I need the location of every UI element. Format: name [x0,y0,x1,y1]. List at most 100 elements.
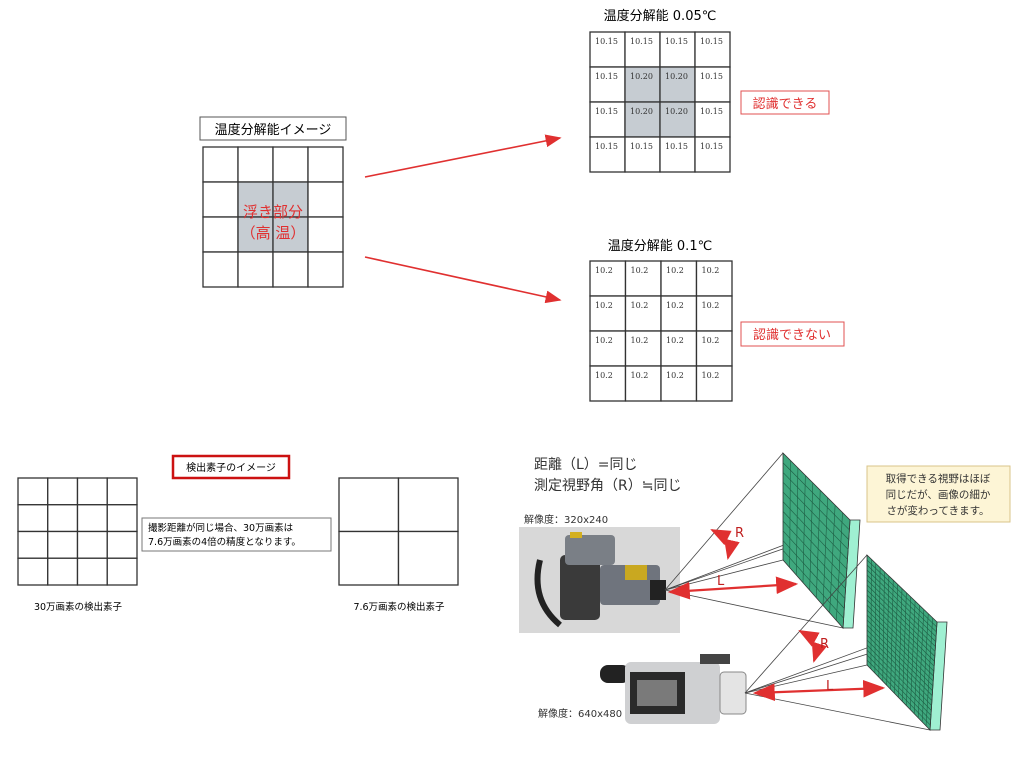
camera1-target-grid [783,453,860,628]
camera2-target-grid [867,555,947,730]
caption-76k: 7.6万画素の検出素子 [353,601,445,613]
cell-value: 10.2 [631,336,649,345]
distance-label-1: L [717,574,725,589]
arrow-to-005 [365,138,560,177]
grid-cell [48,478,78,505]
detector-note-line1: 撮影距離が同じ場合、30万画素は [148,522,294,534]
res-01-title: 温度分解能 0.1℃ [608,238,712,254]
fov-angle: 測定視野角（R）≒同じ [534,478,681,494]
grid-cell [107,532,137,559]
cell-value: 10.2 [666,336,684,345]
camera2-resolution: 解像度：640x480 [538,707,622,720]
cell-value: 10.2 [702,371,720,380]
grid-cell [339,478,399,532]
cell-value: 10.15 [595,142,618,151]
detector-panel: 検出素子のイメージ 撮影距離が同じ場合、30万画素は 7.6万画素の4倍の精度と… [18,456,458,613]
cell-value: 10.2 [702,266,720,275]
grid-cell [203,147,238,182]
angle-label-2: R [820,637,829,652]
cell-value: 10.2 [595,336,613,345]
detector-grid-300k [18,478,137,585]
distance-arrow-1 [670,584,796,592]
grid-cell [18,478,48,505]
grid-cell [107,558,137,585]
cell-value: 10.2 [666,301,684,310]
cell-value: 10.2 [631,371,649,380]
grid-cell [48,505,78,532]
cell-value: 10.2 [702,301,720,310]
cell-value: 10.15 [630,142,653,151]
grid-cell [18,532,48,559]
cell-value: 10.2 [595,301,613,310]
grid-cell [308,217,343,252]
grid-cell [48,532,78,559]
cell-value: 10.15 [665,142,688,151]
res-005-title: 温度分解能 0.05℃ [604,8,717,24]
grid-cell [339,532,399,586]
resolution-image-panel: 温度分解能イメージ 浮き部分 （高 温） [200,117,346,287]
cell-value: 10.2 [666,266,684,275]
grid-cell [203,182,238,217]
grid-cell [18,505,48,532]
cell-value: 10.15 [595,37,618,46]
cell-value: 10.15 [700,107,723,116]
fov-distance: 距離（L）=同じ [534,456,638,473]
cell-value: 10.2 [631,266,649,275]
panel-face [783,453,850,628]
distance-arrow-2 [755,688,883,693]
verdict-recognized: 認識できる [753,96,818,112]
cell-value: 10.2 [595,266,613,275]
hot-spot-label: 浮き部分 [243,203,303,221]
grid-cell [308,182,343,217]
grid-cell [308,147,343,182]
cell-value: 10.15 [630,37,653,46]
cell-value: 10.20 [665,72,688,81]
grid-cell [107,478,137,505]
grid-cell [308,252,343,287]
cell-value: 10.20 [630,107,653,116]
cell-value: 10.20 [665,107,688,116]
grid-cell [238,252,273,287]
grid-cell [48,558,78,585]
grid-cell [78,558,108,585]
cell-value: 10.15 [595,107,618,116]
grid-cell [107,505,137,532]
grid-cell [18,558,48,585]
distance-label-2: L [826,679,834,694]
grid-cell [399,478,459,532]
cell-value: 10.15 [595,72,618,81]
detector-title: 検出素子のイメージ [186,461,276,474]
hot-spot-sublabel: （高 温） [241,224,306,242]
grid-cell [78,505,108,532]
grid-cell [78,478,108,505]
caption-300k: 30万画素の検出素子 [34,601,123,613]
angle-arrow-2 [800,631,815,661]
verdict-not-recognized: 認識できない [753,327,831,343]
panel-title: 温度分解能イメージ [215,122,332,138]
camera1-resolution: 解像度：320x240 [524,513,608,526]
detector-grid-76k [339,478,458,585]
cell-value: 10.20 [630,72,653,81]
grid-cell [238,147,273,182]
fov-panel: 距離（L）=同じ 測定視野角（R）≒同じ 解像度：320x240 解像度：640… [519,453,1010,730]
cell-value: 10.15 [700,37,723,46]
detector-note-line2: 7.6万画素の4倍の精度となります。 [148,536,301,548]
cell-value: 10.2 [595,371,613,380]
cell-value: 10.2 [702,336,720,345]
fov-note-line1: 取得できる視野はほぼ [886,472,991,485]
cell-value: 10.15 [700,142,723,151]
cell-value: 10.2 [666,371,684,380]
cell-value: 10.15 [700,72,723,81]
res-01-grid: 10.2 10.2 10.2 10.2 10.2 10.2 10.2 10.2 10.2 10.2… [590,261,732,401]
angle-arrow-1 [712,530,729,558]
cell-value: 10.2 [631,301,649,310]
camera1-photo [519,527,680,633]
arrow-to-01 [365,257,560,300]
cell-value: 10.15 [665,37,688,46]
grid-cell [203,252,238,287]
grid-cell [273,252,308,287]
fov-note-line3: さが変わってきます。 [886,504,989,517]
grid-cell [203,217,238,252]
res-005-grid: 10.15 10.15 10.15 10.15 10.15 10.20 10.20 10.15… [590,32,730,172]
